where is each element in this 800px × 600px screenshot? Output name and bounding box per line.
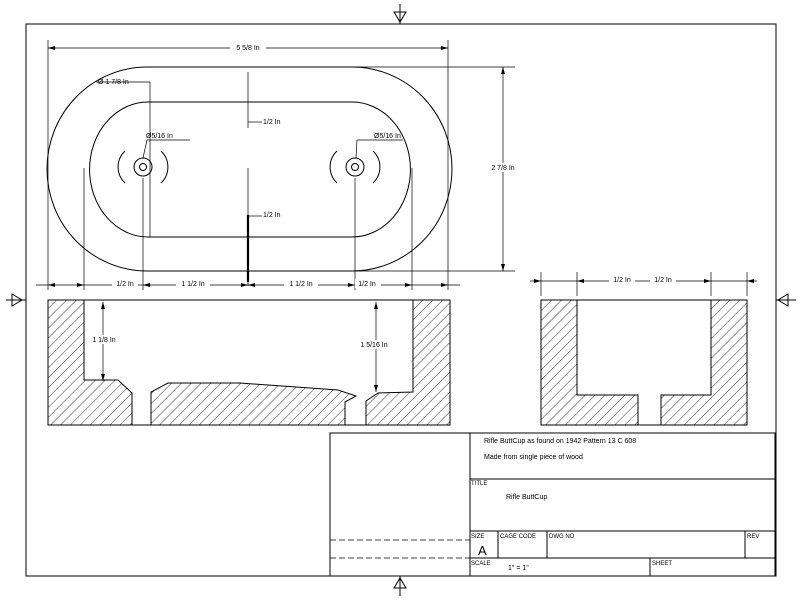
section-hatch bbox=[47, 299, 451, 426]
dim-outer-diameter: Ø 1 7/8 In bbox=[98, 79, 129, 86]
screw-hole-right bbox=[345, 157, 365, 177]
dim-overall-length: 5 5/8 In bbox=[236, 45, 259, 52]
dim-wall-mid: 1/2 In bbox=[263, 212, 281, 219]
centering-mark-right bbox=[776, 293, 796, 307]
screw-hole-left-inner bbox=[139, 163, 147, 171]
title-notes-line2: Made from single piece of wood bbox=[484, 454, 583, 461]
dim-wall-top: 1/2 In bbox=[263, 119, 281, 126]
centering-mark-left bbox=[6, 293, 26, 307]
title-notes-line1: Rifle ButtCup as found on 1942 Pattern 1… bbox=[484, 438, 636, 445]
screw-hole-right-inner bbox=[351, 163, 359, 171]
screw-hole-left bbox=[133, 157, 153, 177]
outer-outline bbox=[46, 66, 453, 272]
title-label: TITLE bbox=[471, 481, 487, 487]
cage-code-label: CAGE CODE bbox=[500, 534, 536, 540]
end-view-hatch bbox=[540, 299, 748, 426]
scale-label: SCALE bbox=[471, 561, 491, 567]
dim-hole-right: Ø5/16 In bbox=[374, 133, 401, 140]
dim-end-view-right: 1/2 In bbox=[654, 277, 672, 284]
end-view: 1/2 In 1/2 In bbox=[530, 272, 757, 426]
dim-bottom-left-span: 1 1/2 In bbox=[181, 281, 204, 288]
centering-mark-bottom bbox=[393, 576, 407, 596]
dim-overall-width: 2 7/8 In bbox=[491, 165, 514, 172]
plan-view: 5 5/8 In Ø 1 7/8 In Ø5/16 In Ø5/16 In 1/… bbox=[36, 40, 519, 290]
size-value: A bbox=[478, 543, 487, 558]
dim-depth-left: 1 1/8 In bbox=[92, 337, 115, 344]
dim-depth-right: 1 5/16 In bbox=[360, 342, 387, 349]
dim-hole-left: Ø5/16 In bbox=[146, 133, 173, 140]
section-view: 1 1/8 In 1 5/16 In bbox=[47, 299, 451, 426]
scale-value: 1" = 1" bbox=[508, 565, 529, 572]
rev-label: REV bbox=[747, 534, 759, 540]
dwg-no-label: DWG NO bbox=[549, 534, 575, 540]
inner-outline bbox=[89, 101, 411, 238]
sheet-label: SHEET bbox=[652, 561, 672, 567]
dim-end-view-left: 1/2 In bbox=[613, 277, 631, 284]
title-value: Rifle ButtCup bbox=[506, 494, 547, 501]
title-block: Rifle ButtCup as found on 1942 Pattern 1… bbox=[329, 432, 776, 577]
centering-mark-top bbox=[393, 4, 407, 24]
size-label: SIZE bbox=[471, 534, 484, 540]
dim-bottom-right-end: 1/2 In bbox=[358, 281, 376, 288]
dim-bottom-left-end: 1/2 In bbox=[116, 281, 134, 288]
dim-bottom-right-span: 1 1/2 In bbox=[289, 281, 312, 288]
